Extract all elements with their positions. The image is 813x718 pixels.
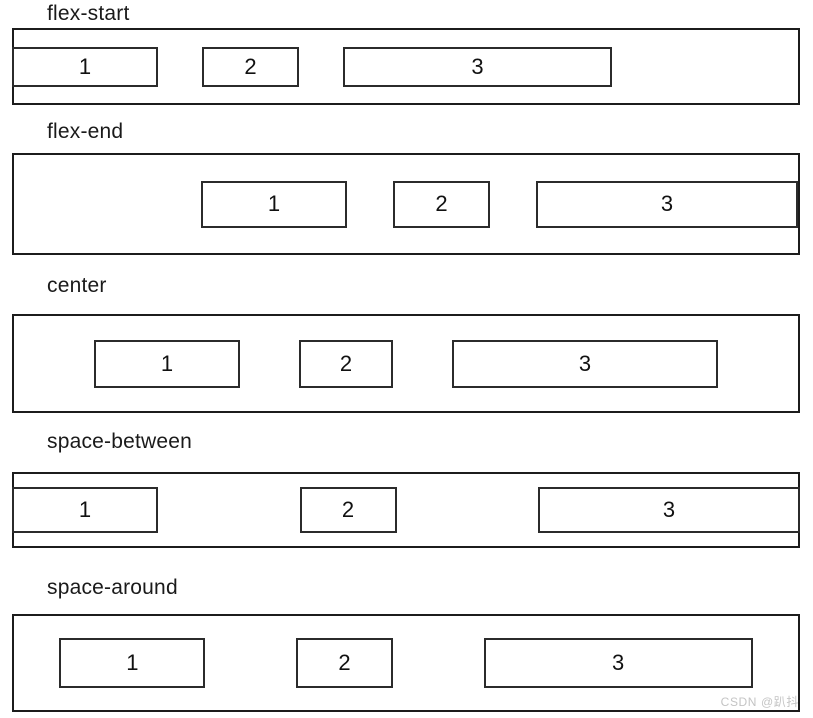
flex-item: 3 [538,487,800,533]
flex-item: 1 [201,180,347,228]
flex-container-space-between: 1 2 3 [12,472,800,548]
flex-item: 1 [12,487,158,533]
flex-container-center: 1 2 3 [12,314,800,413]
flex-container-flex-start: 1 2 3 [12,28,800,105]
flex-item: 2 [202,46,299,87]
row-label-flex-end: flex-end [47,120,124,143]
flex-item: 3 [343,46,612,87]
flex-item: 1 [12,46,158,87]
flex-item: 2 [299,339,393,388]
flex-item: 2 [295,638,393,688]
flex-item: 3 [536,180,798,228]
csdn-watermark: CSDN @趴抖 [720,695,799,709]
row-label-center: center [47,274,107,297]
flex-item: 1 [94,339,240,388]
flex-item: 3 [452,339,718,388]
flex-item: 3 [483,638,753,688]
flex-container-space-around: 1 2 3 [12,614,800,712]
row-label-space-around: space-around [47,576,178,599]
row-label-space-between: space-between [47,430,193,453]
flex-item: 2 [299,487,397,533]
flex-item: 2 [393,180,490,228]
row-label-flex-start: flex-start [47,2,130,25]
flex-container-flex-end: 1 2 3 [12,153,800,255]
flex-item: 1 [59,638,206,688]
